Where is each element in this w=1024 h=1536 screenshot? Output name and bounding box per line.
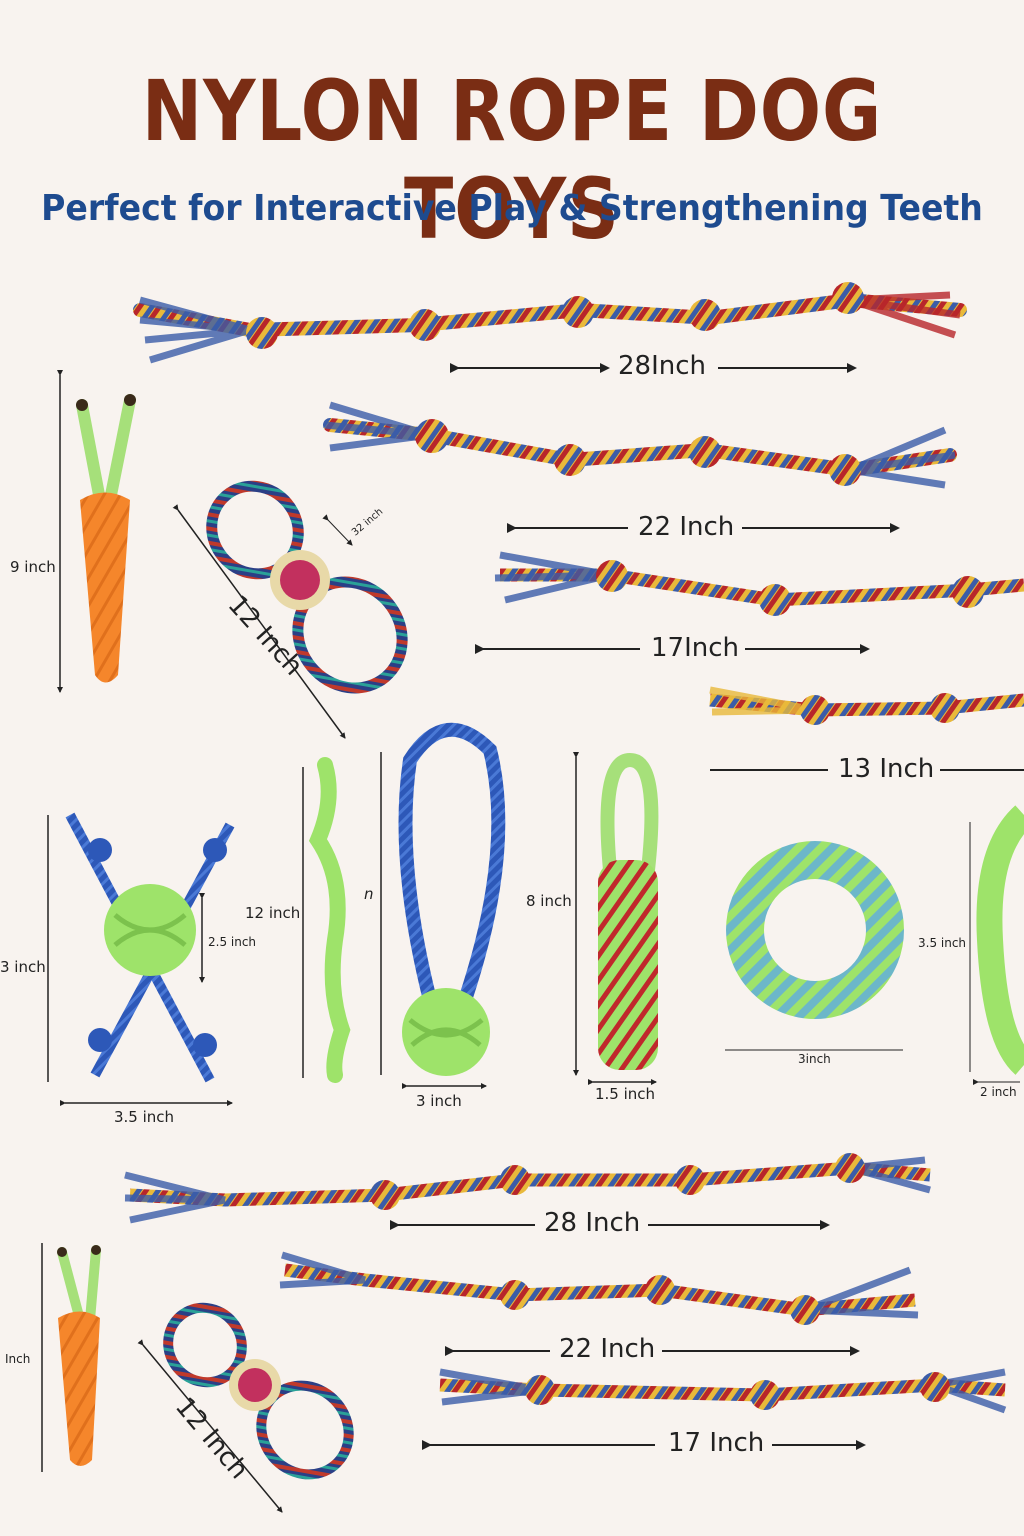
x-toy-height-label: 3 inch (0, 958, 46, 976)
stick-toy-icon (308, 757, 351, 1083)
rope-28-label: 28Inch (612, 351, 713, 381)
rope-toy-icon (323, 401, 957, 489)
carrot-height-label: 9 inch (10, 558, 56, 576)
figure8-toy-icon (163, 1302, 354, 1480)
braided-width-label: 1.5 inch (595, 1085, 656, 1103)
bottom-rope-28-label: 28 Inch (538, 1208, 647, 1238)
bottom-rope-22-label: 22 Inch (553, 1334, 662, 1364)
stick-height-label: 12 inch (245, 904, 301, 922)
loop-ball-width-label: 3 inch (416, 1092, 462, 1110)
loop-ball-toy-icon (398, 722, 506, 1076)
partial-width-label: 2 inch (980, 1085, 1017, 1099)
loop-ball-height-label: n (364, 885, 374, 903)
x-toy-width-label: 3.5 inch (114, 1108, 175, 1126)
bottom-carrot-label: Inch (5, 1352, 31, 1366)
bottom-rope-17-label: 17 Inch (662, 1428, 771, 1458)
braided-height-label: 8 inch (526, 892, 572, 910)
partial-height-label: 3.5 inch (918, 936, 967, 950)
rope-17-label: 17Inch (645, 633, 746, 663)
rope-toy-icon (133, 282, 967, 364)
rope-toy-icon (494, 551, 1024, 616)
x-toy-ball-label: 2.5 inch (208, 935, 257, 949)
ring-width-label: 3inch (798, 1052, 831, 1066)
rope-13-label: 13 Inch (832, 754, 941, 784)
rope-toy-icon (439, 1368, 1007, 1414)
figure8-toy-icon (206, 480, 408, 694)
x-ball-toy-icon (65, 812, 235, 1083)
rope-toy-icon (124, 1153, 931, 1224)
braided-toy-icon (598, 752, 659, 1070)
page-title: NYLON ROPE DOG TOYS (141, 62, 883, 258)
rope-toy-icon (709, 686, 1024, 725)
page-subtitle: Perfect for Interactive Play & Strengthe… (41, 188, 983, 229)
ring-toy-icon (726, 841, 904, 1019)
carrot-toy-icon (57, 1245, 101, 1466)
carrot-toy-icon (76, 394, 136, 683)
rope-22-label: 22 Inch (632, 512, 741, 542)
rope-toy-icon (279, 1251, 919, 1325)
